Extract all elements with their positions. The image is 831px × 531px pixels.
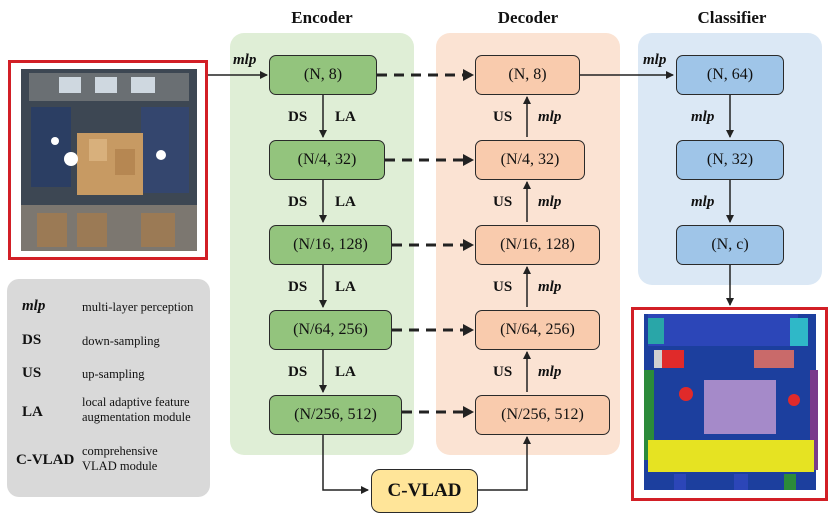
decoder-node-1: (N, 8) [475,55,580,95]
decoder-node-5: (N/256, 512) [475,395,610,435]
legend-key-us: US [22,365,42,381]
input-mlp-label: mlp [233,52,257,68]
dec-mlp-label-1: mlp [538,109,562,125]
legend-key-mlp: mlp [22,298,46,314]
legend-value-us: up-sampling [82,367,145,381]
dec-mlp-label-4: mlp [538,364,562,380]
enc-la-label-3: LA [335,279,356,295]
decoder-node-3: (N/16, 128) [475,225,600,265]
output-segmentation-image [631,307,828,501]
classifier-title: Classifier [697,8,767,27]
encoder-node-2: (N/4, 32) [269,140,385,180]
legend-key-la: LA [22,404,43,420]
encoder-title: Encoder [291,8,353,27]
legend-value-mlp: multi-layer perception [82,300,194,314]
legend-value-ds: down-sampling [82,334,160,348]
cvlad-box: C-VLAD [371,469,478,513]
decoder-title: Decoder [497,8,559,27]
decoder-node-4: (N/64, 256) [475,310,600,350]
legend-value-la: local adaptive feature augmentation modu… [82,395,191,424]
classifier-node-1: (N, 64) [676,55,784,95]
dec-us-label-2: US [493,194,513,210]
encoder-node-5: (N/256, 512) [269,395,402,435]
encoder-node-4: (N/64, 256) [269,310,392,350]
segmentation-result-icon [644,314,818,490]
cls-mlp-label-3: mlp [691,194,715,210]
cls-mlp-label-1: mlp [643,52,667,68]
dec-us-label-3: US [493,279,513,295]
enc-la-label-4: LA [335,364,356,380]
decoder-node-2: (N/4, 32) [475,140,585,180]
encoder-node-3: (N/16, 128) [269,225,392,265]
dec-mlp-label-3: mlp [538,279,562,295]
legend-value-cvlad: comprehensive VLAD module [82,444,158,473]
enc-la-label-2: LA [335,194,356,210]
classifier-node-2: (N, 32) [676,140,784,180]
enc-ds-label-2: DS [288,194,308,210]
dec-mlp-label-2: mlp [538,194,562,210]
legend-box [7,279,210,497]
legend-key-cvlad: C-VLAD [16,452,75,468]
input-point-cloud-image [8,60,208,260]
cls-mlp-label-2: mlp [691,109,715,125]
classifier-node-3: (N, c) [676,225,784,265]
dec-us-label-4: US [493,364,513,380]
encoder-node-1: (N, 8) [269,55,377,95]
enc-ds-label-1: DS [288,109,308,125]
dec-us-label-1: US [493,109,513,125]
enc-ds-label-4: DS [288,364,308,380]
input-point-cloud-icon [21,69,197,251]
legend-key-ds: DS [22,332,42,348]
enc-ds-label-3: DS [288,279,308,295]
enc-la-label-1: LA [335,109,356,125]
